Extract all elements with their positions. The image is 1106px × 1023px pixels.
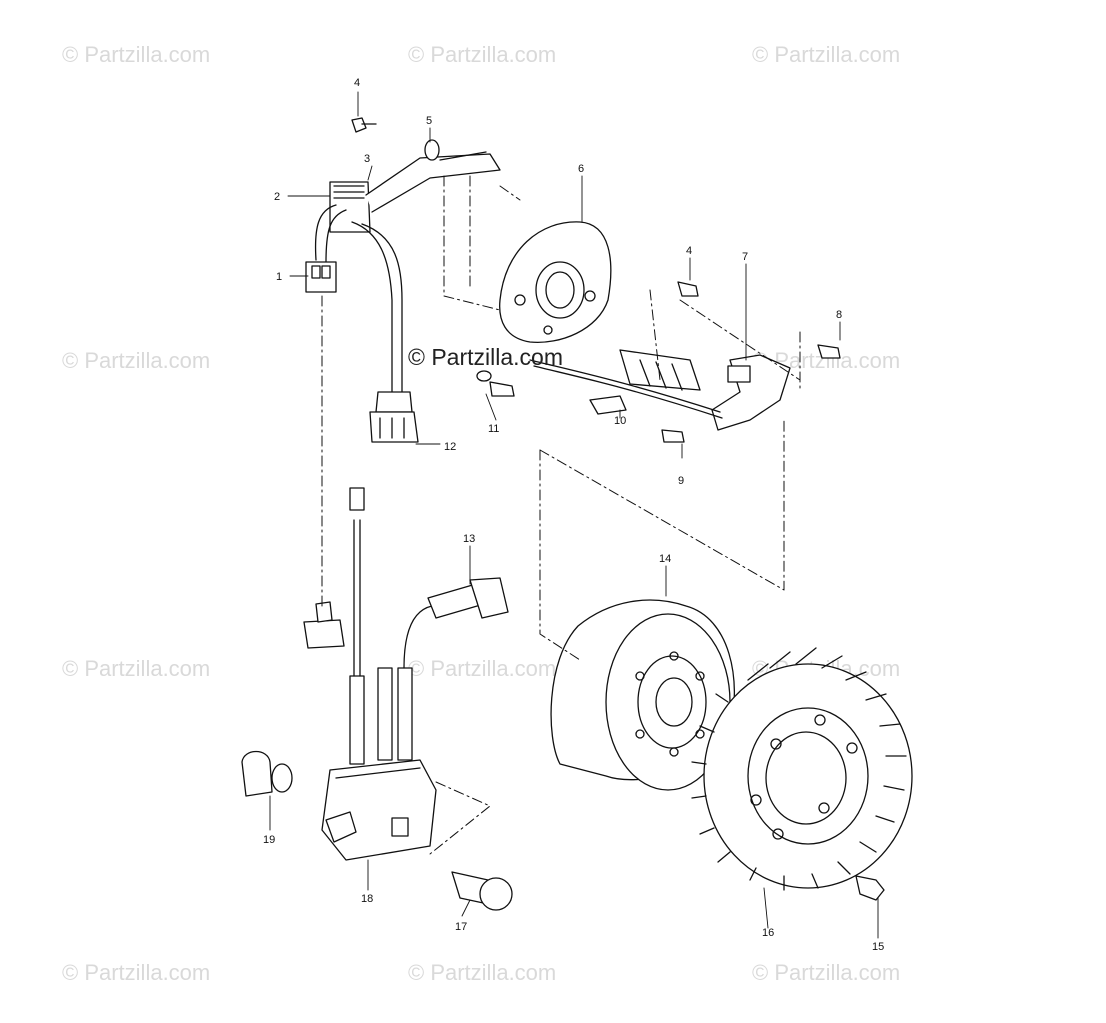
leader-lines xyxy=(269,91,879,939)
callout-3: 3 xyxy=(364,153,370,165)
watermark: © Partzilla.com xyxy=(408,960,557,985)
watermark: © Partzilla.com xyxy=(752,960,901,985)
callout-19: 19 xyxy=(263,834,275,846)
callout-8: 8 xyxy=(836,309,842,321)
watermark: © Partzilla.com xyxy=(62,656,211,681)
callout-1: 1 xyxy=(276,271,282,283)
callout-4-top: 4 xyxy=(354,77,360,89)
ignition-coil xyxy=(303,487,509,861)
center-watermark: © Partzilla.com xyxy=(408,344,563,370)
callout-16: 16 xyxy=(762,927,774,939)
flywheel xyxy=(550,599,736,791)
wiring-harness xyxy=(305,117,501,443)
callout-9: 9 xyxy=(678,475,684,487)
watermark: © Partzilla.com xyxy=(408,42,557,67)
callout-13: 13 xyxy=(463,533,475,545)
alignment-lines xyxy=(321,175,801,855)
callout-2: 2 xyxy=(274,191,280,203)
bushing xyxy=(241,750,293,797)
callout-7: 7 xyxy=(742,251,748,263)
watermark: © Partzilla.com xyxy=(62,960,211,985)
watermark: © Partzilla.com xyxy=(752,42,901,67)
stator-plate xyxy=(499,221,612,344)
callout-labels: 1 2 3 4 4 5 6 7 8 9 10 11 12 13 14 15 16… xyxy=(263,77,884,953)
callout-6: 6 xyxy=(578,163,584,175)
callout-17: 17 xyxy=(455,921,467,933)
watermark: © Partzilla.com xyxy=(62,348,211,373)
bolts xyxy=(476,281,841,443)
trigger-coil xyxy=(529,349,791,431)
callout-18: 18 xyxy=(361,893,373,905)
callout-4-right: 4 xyxy=(686,245,692,257)
callout-10: 10 xyxy=(614,415,626,427)
callout-12: 12 xyxy=(444,441,456,453)
callout-14: 14 xyxy=(659,553,671,565)
watermark: © Partzilla.com xyxy=(408,656,557,681)
callout-15: 15 xyxy=(872,941,884,953)
bolt-17 xyxy=(451,871,513,911)
callout-5: 5 xyxy=(426,115,432,127)
watermark: © Partzilla.com xyxy=(62,42,211,67)
callout-11: 11 xyxy=(488,423,499,435)
cooling-fan xyxy=(691,647,913,901)
